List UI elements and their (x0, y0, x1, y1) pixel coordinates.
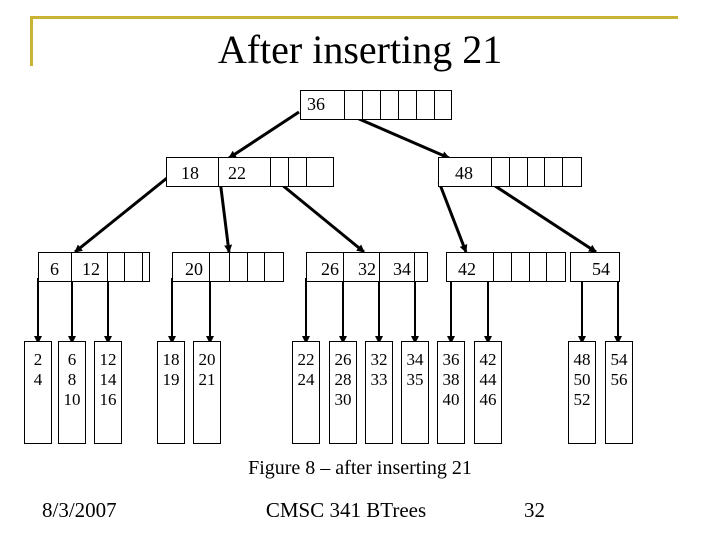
node-18-22-key2: 22 (228, 163, 246, 183)
root-key: 36 (307, 94, 325, 114)
node-20-key: 20 (185, 259, 203, 279)
footer-page-number: 32 (524, 498, 545, 522)
node-26-32-34-key2: 32 (358, 259, 376, 279)
slide-title: After inserting 21 (217, 27, 503, 72)
node-20 (172, 252, 284, 282)
edge-root-left (228, 110, 300, 160)
edge-n18-6 (74, 176, 168, 254)
edge-n48-42 (437, 181, 468, 253)
edge-n18-20 (218, 179, 233, 253)
footer-date: 8/3/2007 (42, 498, 117, 522)
edge-n18-26 (275, 178, 365, 254)
figure-caption: Figure 8 – after inserting 21 (248, 457, 472, 479)
root-node (300, 90, 452, 120)
node-26-32-34-key1: 26 (321, 259, 339, 279)
node-18-22 (166, 157, 334, 187)
edge-n48-54 (488, 180, 597, 254)
node-6-12-key1: 6 (50, 259, 59, 279)
node-18-22-key1: 18 (181, 163, 199, 183)
node-48-key: 48 (455, 163, 473, 183)
node-42 (446, 252, 566, 282)
top-accent-bar (30, 16, 678, 19)
node-26-32-34-key3: 34 (393, 259, 411, 279)
node-54-key: 54 (592, 259, 610, 279)
node-48 (438, 157, 582, 187)
node-6-12 (38, 252, 150, 282)
node-54 (570, 252, 620, 282)
node-26-32-34 (306, 252, 428, 282)
footer-course: CMSC 341 BTrees (265, 498, 427, 522)
left-accent-bar (30, 16, 33, 66)
node-6-12-key2: 12 (82, 259, 100, 279)
node-42-key: 42 (458, 259, 476, 279)
